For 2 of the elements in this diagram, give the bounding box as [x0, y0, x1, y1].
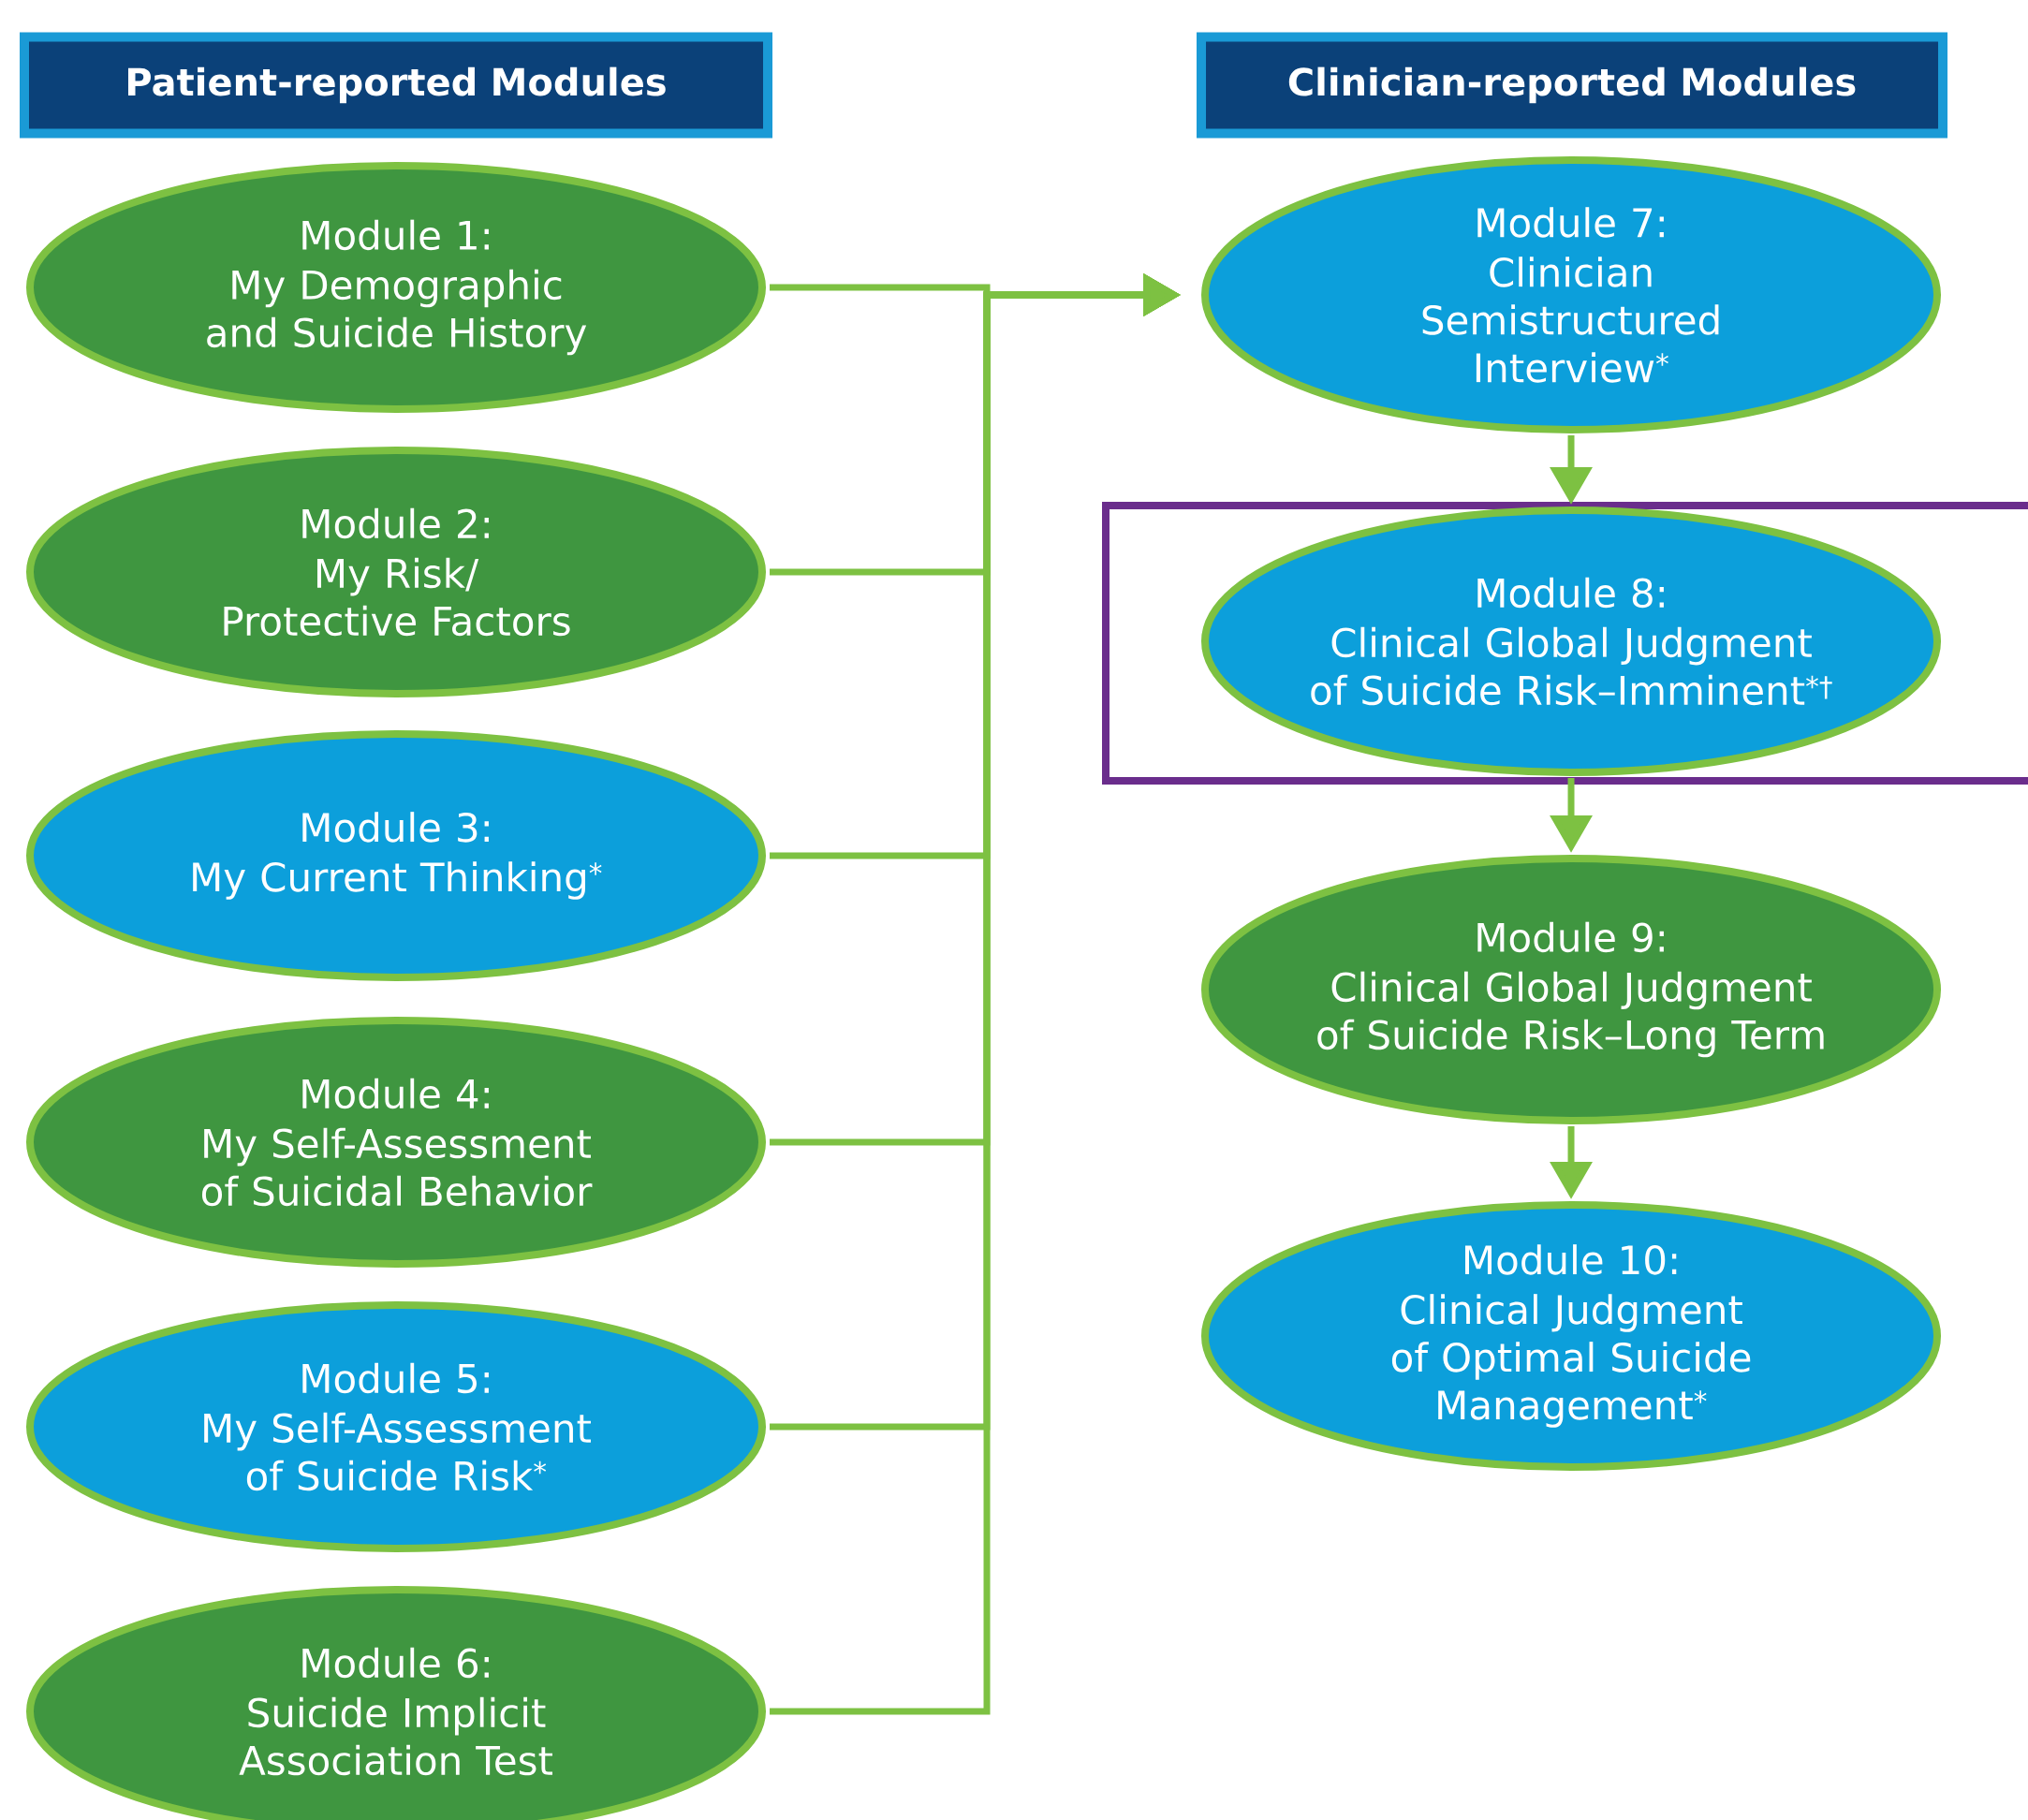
header-box: Patient-reported Modules: [20, 32, 772, 139]
header-box: Clinician-reported Modules: [1197, 32, 1947, 139]
